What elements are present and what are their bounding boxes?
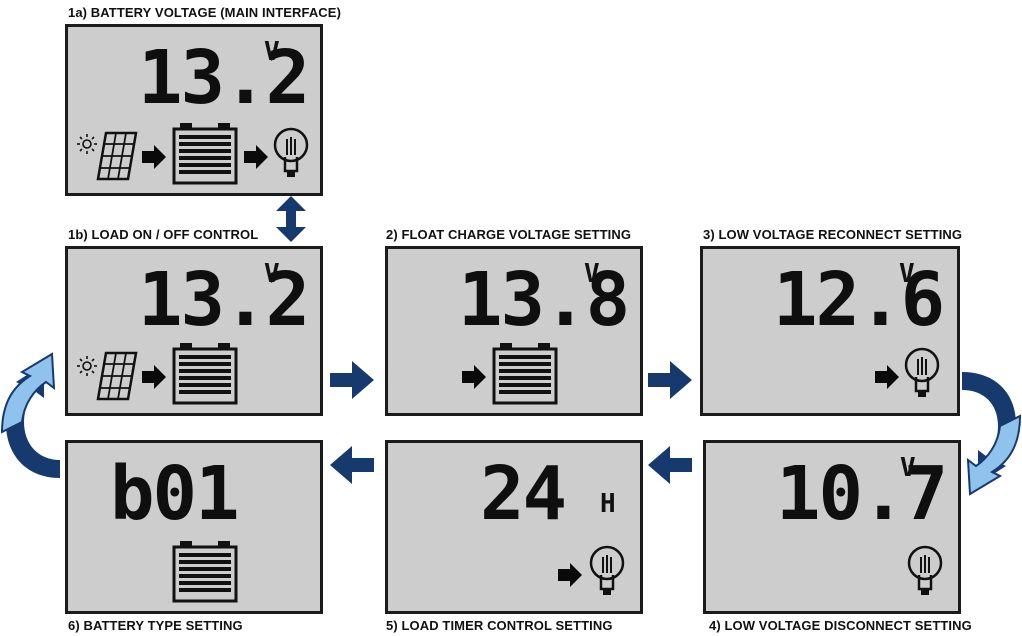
battery-icon	[172, 123, 238, 185]
lcd-panel-5: 24 H	[385, 440, 643, 614]
lcd-value: 13.8	[458, 257, 630, 343]
lcd-value: 24	[480, 451, 567, 537]
lcd-panel-2: 13.8 V	[385, 246, 643, 416]
battery-icon	[492, 343, 558, 405]
bulb-icon	[273, 127, 309, 177]
lcd-panel-1b: 13.2 V	[65, 246, 323, 416]
arrow-right-icon	[558, 563, 582, 587]
arrow-right-icon	[244, 145, 268, 169]
sun-icon	[77, 356, 97, 376]
lcd-unit: V	[264, 37, 280, 67]
arrow-right-icon	[142, 365, 166, 389]
caption-1b: 1b) LOAD ON / OFF CONTROL	[68, 227, 259, 242]
lcd-value: b01	[110, 451, 240, 537]
caption-6: 6) BATTERY TYPE SETTING	[68, 618, 243, 633]
battery-icon	[172, 343, 238, 405]
arrow-left-icon	[330, 446, 374, 484]
lcd-value: 13.2	[138, 257, 310, 343]
caption-3: 3) LOW VOLTAGE RECONNECT SETTING	[703, 227, 963, 242]
battery-icon	[172, 541, 238, 603]
arrow-right-icon	[875, 365, 899, 389]
caption-4: 4) LOW VOLTAGE DISCONNECT SETTING	[709, 618, 972, 633]
arrow-right-icon	[330, 361, 374, 399]
arrow-left-icon	[648, 446, 692, 484]
curved-arrow-down-icon	[962, 372, 1022, 496]
bulb-icon	[589, 545, 625, 595]
solar-panel-icon	[96, 351, 138, 401]
arrow-right-icon	[648, 361, 692, 399]
lcd-unit: H	[600, 489, 616, 519]
caption-1a: 1a) BATTERY VOLTAGE (MAIN INTERFACE)	[68, 5, 341, 20]
lcd-unit: V	[264, 259, 280, 289]
caption-2: 2) FLOAT CHARGE VOLTAGE SETTING	[386, 227, 632, 242]
bulb-icon	[907, 545, 943, 595]
lcd-unit: V	[900, 453, 916, 483]
lcd-unit: V	[584, 259, 600, 289]
lcd-panel-1a: 13.2 V	[65, 24, 323, 196]
caption-5: 5) LOAD TIMER CONTROL SETTING	[386, 618, 613, 633]
lcd-value: 13.2	[138, 35, 310, 121]
lcd-value: 12.6	[773, 257, 945, 343]
lcd-unit: V	[899, 259, 915, 289]
lcd-panel-6: b01	[65, 440, 323, 614]
lcd-panel-3: 12.6 V	[700, 246, 960, 416]
double-arrow-vertical-icon	[276, 196, 306, 242]
lcd-value: 10.7	[776, 451, 948, 537]
lcd-panel-4: 10.7 V	[703, 440, 961, 614]
arrow-right-icon	[142, 145, 166, 169]
bulb-icon	[904, 347, 940, 397]
curved-arrow-up-icon	[0, 352, 60, 478]
solar-panel-icon	[96, 131, 138, 181]
sun-icon	[77, 134, 97, 154]
arrow-right-icon	[462, 365, 486, 389]
